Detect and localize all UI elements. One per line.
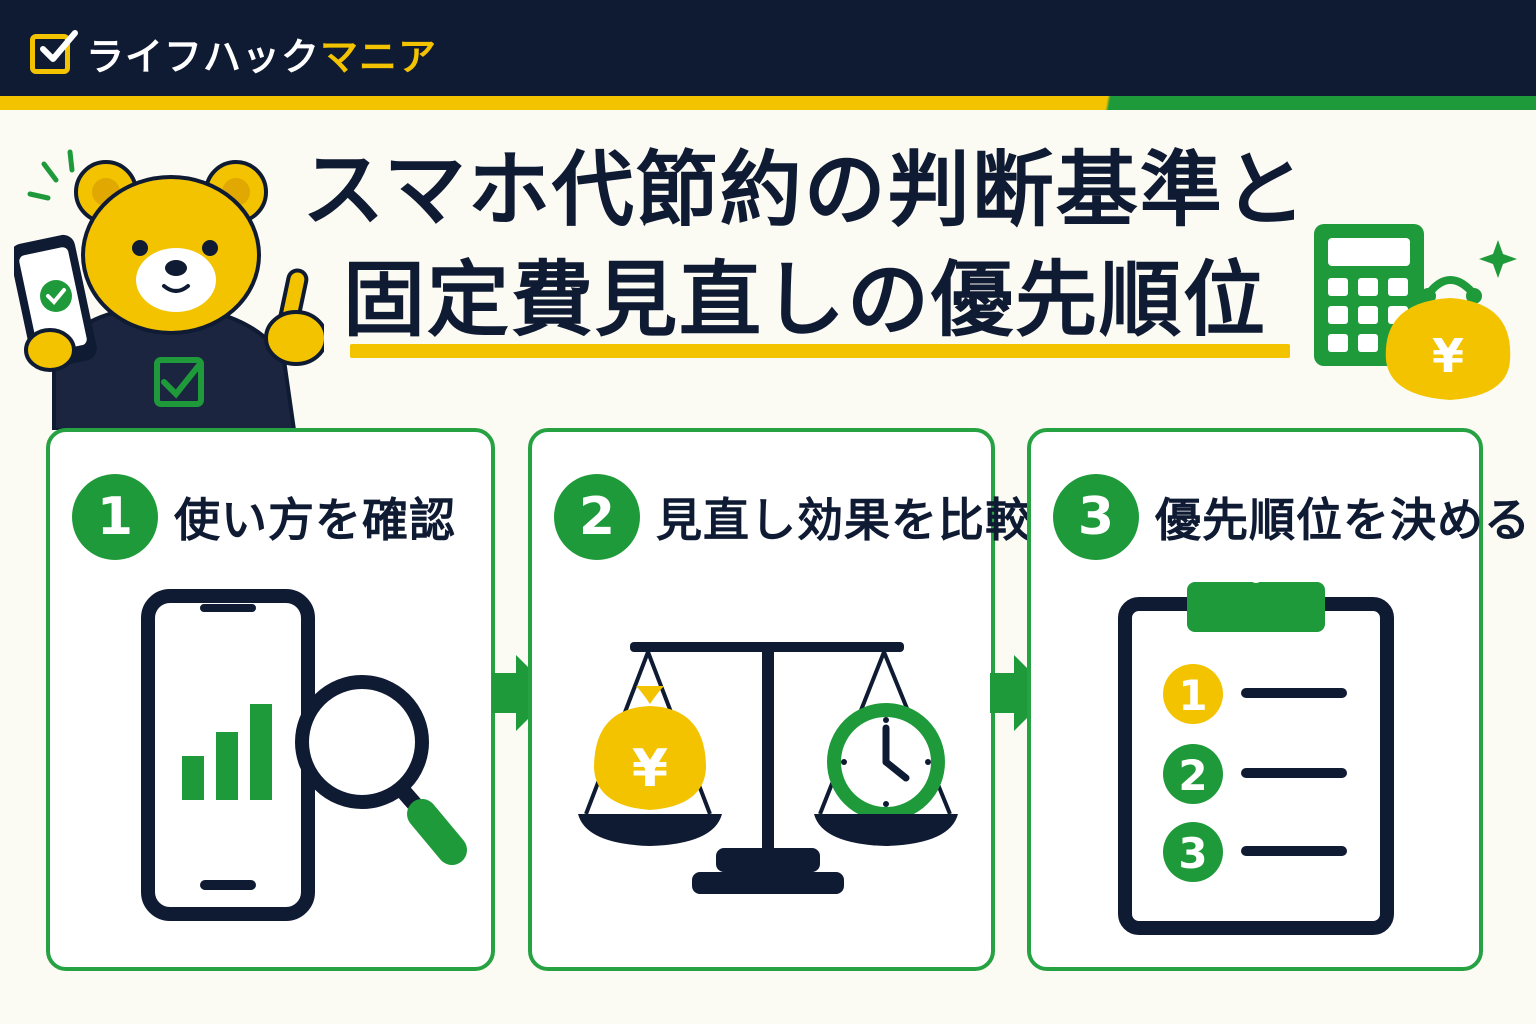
step-label: 見直し効果を比較 bbox=[656, 493, 1032, 547]
arrow-right-icon bbox=[492, 655, 554, 731]
header-stripe bbox=[0, 96, 1536, 110]
wallet-yen-symbol: ¥ bbox=[1432, 329, 1464, 383]
clipboard-item-number: 2 bbox=[1178, 751, 1207, 800]
logo-text-accent: マニア bbox=[320, 35, 438, 79]
site-logo[interactable]: ライフハックマニア bbox=[30, 26, 437, 81]
step-label: 優先順位を決める bbox=[1155, 493, 1531, 547]
title-underline bbox=[350, 344, 1290, 358]
title-line-1: スマホ代節約の判断基準と bbox=[302, 143, 1308, 238]
step-card-3: 3 優先順位を決める 1 2 3 bbox=[1027, 428, 1530, 971]
logo-text-main: ライフハック bbox=[86, 35, 321, 79]
step-number-badge: 1 bbox=[72, 474, 158, 560]
clipboard-item-number: 1 bbox=[1178, 671, 1207, 720]
step-header-3: 3 優先順位を決める bbox=[1053, 474, 1531, 560]
title-line-2-text: 固定費見直しの優先順位 bbox=[342, 253, 1267, 348]
clipboard-list-icon: 1 2 3 bbox=[1118, 582, 1394, 935]
scale-yen-symbol: ¥ bbox=[632, 739, 668, 799]
step-number-badge: 2 bbox=[554, 474, 640, 560]
logo-text: ライフハックマニア bbox=[86, 26, 437, 81]
clipboard-item-number: 3 bbox=[1178, 829, 1207, 878]
site-header bbox=[0, 0, 1536, 96]
step-label: 使い方を確認 bbox=[174, 493, 456, 547]
calculator-wallet-icon: ¥ bbox=[1314, 224, 1517, 400]
page-title: スマホ代節約の判断基準と 固定費見直しの優先順位 bbox=[290, 150, 1320, 342]
phone-chart-magnifier-icon bbox=[141, 589, 467, 921]
checkbox-logo-icon bbox=[30, 29, 78, 74]
title-line-2: 固定費見直しの優先順位 bbox=[343, 260, 1267, 342]
step-header-2: 2 見直し効果を比較 bbox=[554, 474, 1032, 560]
balance-scale-icon: ¥ bbox=[578, 642, 958, 894]
step-header-1: 1 使い方を確認 bbox=[72, 474, 456, 560]
step-number-badge: 3 bbox=[1053, 474, 1139, 560]
arrow-right-icon bbox=[990, 655, 1052, 731]
step-card-1: 1 使い方を確認 bbox=[46, 428, 495, 971]
step-card-2: 2 見直し効果を比較 ¥ bbox=[528, 428, 1031, 971]
bear-mascot-icon bbox=[14, 149, 324, 430]
